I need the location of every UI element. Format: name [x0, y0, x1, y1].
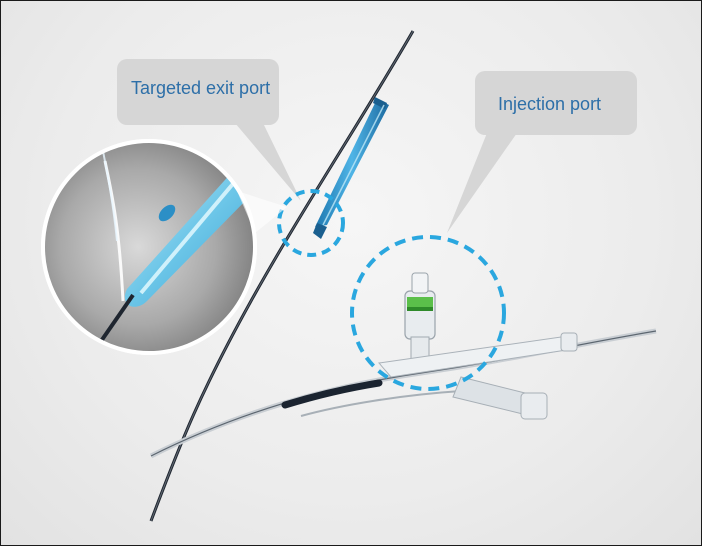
injection-port-marker-icon [350, 235, 506, 391]
injection-port-hub [378, 272, 578, 420]
callout-bubble-injection-port [447, 71, 637, 233]
horizontal-catheter [149, 328, 657, 459]
vertical-catheter [149, 30, 415, 522]
targeted-exit-port-label: Targeted exit port [131, 78, 271, 98]
exit-port-magnified-inset [41, 139, 287, 355]
exit-port-marker-icon [277, 189, 345, 257]
injection-port-label: Injection port [498, 94, 602, 114]
callout-bubble-exit-port [117, 59, 301, 201]
